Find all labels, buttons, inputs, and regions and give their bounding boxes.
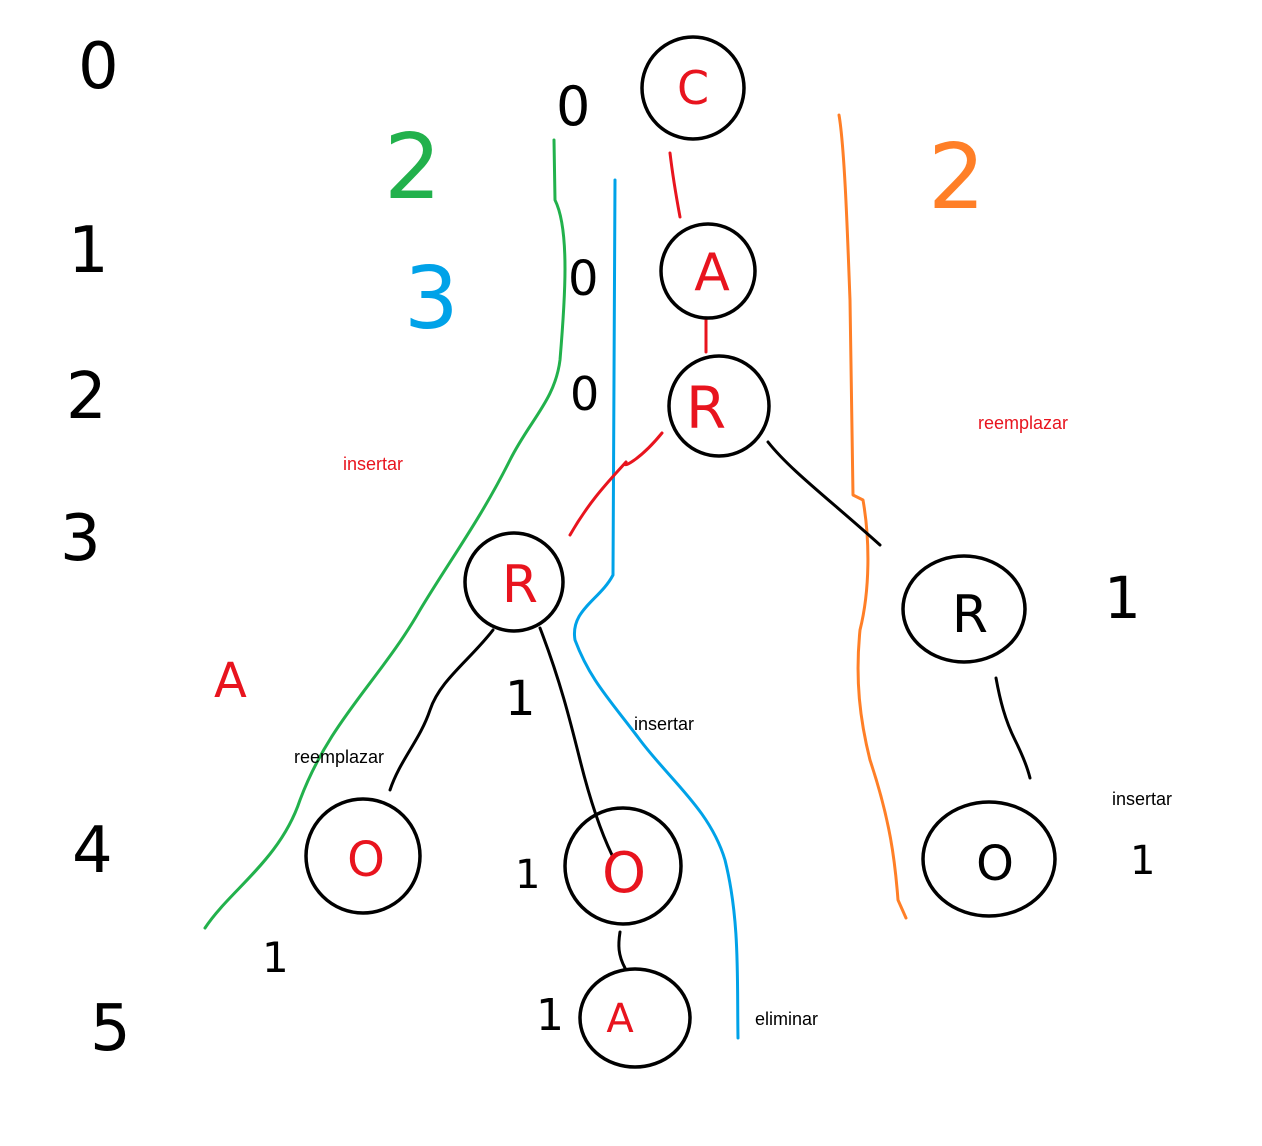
tree-edges (388, 151, 1032, 970)
tree-nodes: C A R R R O O O (304, 35, 1057, 1069)
green-path (203, 138, 567, 930)
node-o-left: O (304, 797, 422, 915)
node-o-middle-letter: O (602, 841, 646, 906)
node-r-right: R (901, 554, 1027, 664)
edge-cost-a-bottom: 1 (536, 990, 564, 1041)
edge-cost-r-middle: 1 (505, 671, 536, 727)
edge-c-a (668, 151, 682, 219)
node-o-middle: O (563, 806, 683, 926)
edge-r-o-left (388, 628, 495, 792)
edge-cost-o-left: 1 (262, 933, 289, 982)
edge-r-r-left (568, 431, 664, 537)
node-r-top: R (667, 354, 771, 458)
node-a-bottom-letter: A (606, 996, 634, 1042)
label-insertar-blue: insertar (634, 714, 694, 734)
edge-r-o-middle (538, 626, 614, 857)
edge-o-a (617, 930, 627, 970)
row-number-5: 5 (90, 992, 131, 1066)
node-a: A (659, 222, 757, 320)
edge-r-o-right (994, 676, 1032, 780)
node-a-letter: A (694, 243, 730, 303)
node-r-left: R (463, 531, 565, 633)
row-number-3: 3 (60, 502, 101, 576)
side-letter-a: A (214, 653, 247, 709)
edge-cost-r-right: 1 (1104, 564, 1141, 632)
orange-path-cost: 2 (928, 125, 985, 230)
orange-path (837, 113, 908, 920)
edge-costs: 0 0 0 1 1 1 1 1 1 (262, 75, 1155, 1041)
row-number-0: 0 (78, 30, 119, 104)
edge-cost-o-middle: 1 (515, 852, 540, 898)
row-number-4: 4 (72, 814, 113, 888)
row-number-1: 1 (68, 214, 109, 288)
label-eliminar: eliminar (755, 1009, 818, 1029)
edge-r-r-right (766, 440, 882, 547)
node-o-left-letter: O (347, 832, 385, 888)
label-insertar-red: insertar (343, 454, 403, 474)
row-number-2: 2 (66, 360, 107, 434)
node-o-right: O (921, 800, 1057, 918)
blue-path (573, 178, 740, 1040)
label-reemplazar-black: reemplazar (294, 747, 384, 767)
node-c-letter: C (677, 61, 709, 115)
node-r-right-letter: R (952, 585, 988, 645)
edge-cost-a: 0 (568, 251, 599, 307)
node-c: C (640, 35, 746, 141)
stray-dot (949, 934, 952, 937)
node-r-top-letter: R (686, 374, 726, 442)
row-numbers: 0 1 2 3 4 5 (60, 30, 131, 1066)
edge-cost-c: 0 (556, 75, 590, 138)
edge-cost-o-right: 1 (1130, 838, 1155, 884)
edge-cost-r: 0 (570, 367, 599, 421)
blue-path-cost: 3 (404, 249, 459, 349)
node-o-right-letter: O (976, 836, 1014, 892)
label-reemplazar-red: reemplazar (978, 413, 1068, 433)
label-insertar-right: insertar (1112, 789, 1172, 809)
node-a-bottom: A (578, 967, 692, 1069)
operation-labels: insertar reemplazar reemplazar insertar … (294, 413, 1172, 1029)
green-path-cost: 2 (384, 115, 441, 220)
node-r-left-letter: R (502, 555, 538, 615)
